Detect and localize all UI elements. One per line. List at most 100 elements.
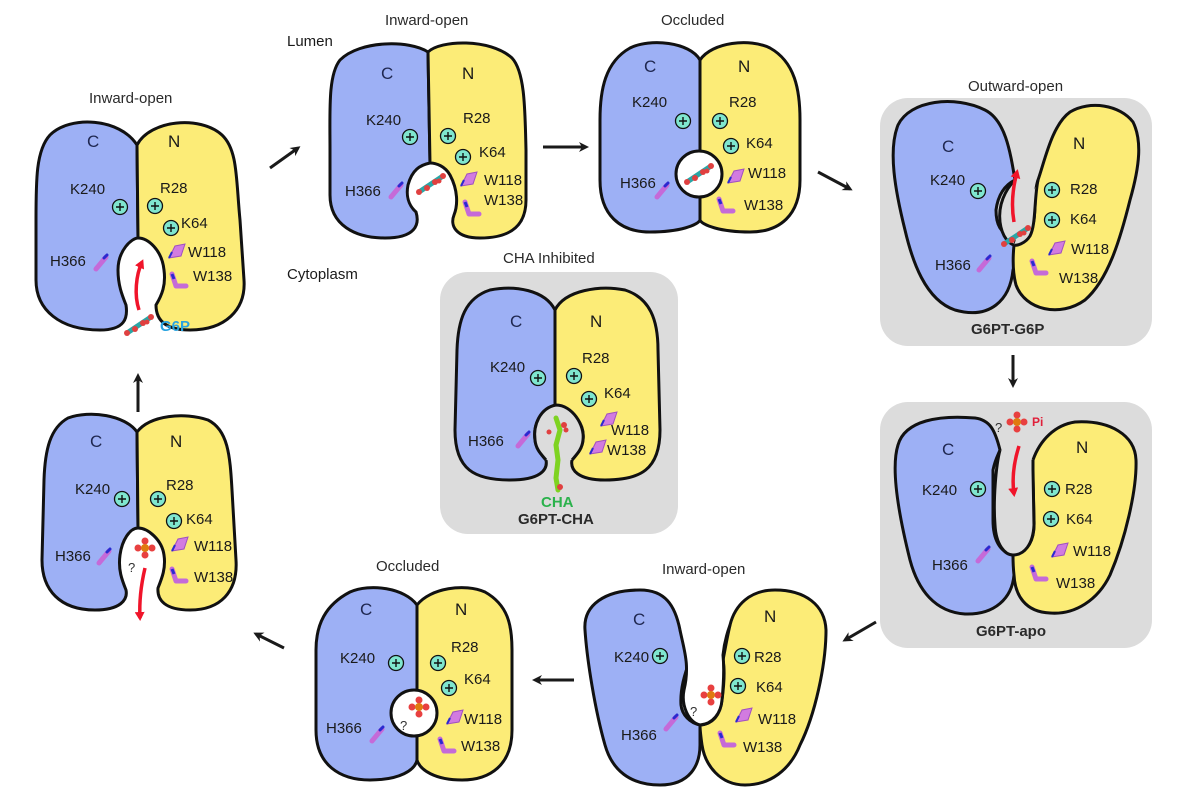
residue-k64: K64 bbox=[464, 671, 491, 688]
positive-charge-icon bbox=[674, 112, 692, 130]
outward-cavity bbox=[1013, 179, 1040, 247]
transport-arrow bbox=[1008, 445, 1021, 497]
g6p-label: G6P bbox=[160, 318, 190, 335]
residue-w138: W138 bbox=[743, 739, 782, 756]
structure-caption: G6PT-CHA bbox=[518, 511, 594, 528]
n-domain bbox=[415, 586, 514, 782]
residue-w138: W138 bbox=[1056, 575, 1095, 592]
n-label: N bbox=[168, 132, 180, 151]
residue-k240: K240 bbox=[340, 650, 375, 667]
residue-r28: R28 bbox=[1070, 181, 1098, 198]
n-label: N bbox=[1076, 438, 1088, 457]
state-title: Occluded bbox=[376, 558, 439, 575]
positive-charge-icon bbox=[969, 182, 987, 200]
residue-k240: K240 bbox=[632, 94, 667, 111]
residue-r28: R28 bbox=[729, 94, 757, 111]
structure-caption: G6PT-G6P bbox=[971, 321, 1044, 338]
residue-k64: K64 bbox=[1070, 211, 1097, 228]
positive-charge-icon bbox=[113, 490, 131, 508]
positive-charge-icon bbox=[565, 367, 583, 385]
positive-charge-icon bbox=[146, 197, 164, 215]
positive-charge-icon bbox=[401, 128, 419, 146]
positive-charge-icon bbox=[454, 148, 472, 166]
cycle-arrow bbox=[842, 620, 877, 642]
c-domain bbox=[328, 42, 432, 240]
structure-caption: G6PT-apo bbox=[976, 623, 1046, 640]
state-title: Occluded bbox=[661, 12, 724, 29]
state-title: Inward-open bbox=[662, 561, 745, 578]
unknown-mark: ? bbox=[690, 704, 697, 719]
residue-w138: W138 bbox=[744, 197, 783, 214]
pi-label: Pi bbox=[1032, 415, 1043, 429]
transport-arrow bbox=[134, 259, 145, 311]
unknown-mark: ? bbox=[400, 718, 407, 733]
cycle-arrow bbox=[253, 632, 285, 650]
positive-charge-icon bbox=[529, 369, 547, 387]
positive-charge-icon bbox=[651, 647, 669, 665]
residue-w118: W118 bbox=[748, 165, 786, 182]
residue-h366: H366 bbox=[621, 727, 657, 744]
state-inward-open-g6p-entry: Inward-open C N K240 R28 K64 W118 W138 H… bbox=[34, 90, 246, 336]
c-label: C bbox=[360, 600, 372, 619]
occluded-cavity bbox=[389, 688, 439, 738]
positive-charge-icon bbox=[387, 654, 405, 672]
residue-k240: K240 bbox=[75, 481, 110, 498]
state-cha-inhibited: CHA Inhibited C N K240 R28 K64 W118 W138… bbox=[440, 250, 678, 534]
residue-k64: K64 bbox=[756, 679, 783, 696]
residue-k64: K64 bbox=[181, 215, 208, 232]
c-label: C bbox=[633, 610, 645, 629]
state-outward-open-g6pt-apo: C N K240 R28 K64 W118 W138 H366 ? Pi G6P… bbox=[880, 402, 1152, 648]
positive-charge-icon bbox=[439, 127, 457, 145]
residue-r28: R28 bbox=[166, 477, 194, 494]
residue-k64: K64 bbox=[746, 135, 773, 152]
residue-k240: K240 bbox=[930, 172, 965, 189]
outward-cavity bbox=[992, 449, 1036, 557]
residue-w138: W138 bbox=[484, 192, 523, 209]
n-label: N bbox=[590, 312, 602, 331]
n-domain bbox=[426, 41, 528, 240]
residue-w138: W138 bbox=[607, 442, 646, 459]
cycle-arrow bbox=[817, 170, 853, 191]
cytoplasm-label: Cytoplasm bbox=[287, 266, 358, 283]
state-inward-open-g6p-bound: Inward-open C N K240 R28 K64 W118 W138 H… bbox=[328, 12, 528, 240]
c-label: C bbox=[942, 440, 954, 459]
positive-charge-icon bbox=[711, 112, 729, 130]
cha-label: CHA bbox=[541, 494, 574, 511]
residue-h366: H366 bbox=[932, 557, 968, 574]
residue-k64: K64 bbox=[604, 385, 631, 402]
g6p-molecule-icon bbox=[124, 314, 154, 336]
c-domain bbox=[598, 41, 702, 234]
residue-w118: W118 bbox=[1071, 241, 1109, 258]
transport-arrow bbox=[134, 567, 147, 621]
state-occluded-g6p: Occluded C N K240 R28 K64 W118 W138 H366 bbox=[598, 12, 802, 234]
n-domain bbox=[135, 121, 246, 332]
n-label: N bbox=[1073, 134, 1085, 153]
n-label: N bbox=[170, 432, 182, 451]
c-label: C bbox=[510, 312, 522, 331]
positive-charge-icon bbox=[580, 390, 598, 408]
residue-w138: W138 bbox=[461, 738, 500, 755]
positive-charge-icon bbox=[165, 512, 183, 530]
n-domain bbox=[698, 41, 802, 234]
residue-w138: W138 bbox=[194, 569, 233, 586]
c-domain bbox=[34, 120, 140, 332]
c-label: C bbox=[381, 64, 393, 83]
residue-k240: K240 bbox=[922, 482, 957, 499]
c-label: C bbox=[87, 132, 99, 151]
positive-charge-icon bbox=[162, 219, 180, 237]
residue-h366: H366 bbox=[468, 433, 504, 450]
positive-charge-icon bbox=[429, 654, 447, 672]
g6p-molecule-icon bbox=[416, 173, 446, 195]
n-domain bbox=[135, 414, 238, 612]
residue-w118: W118 bbox=[1073, 543, 1111, 560]
state-occluded-pi: Occluded C N K240 R28 K64 W118 W138 H366… bbox=[314, 558, 514, 782]
cycle-arrow bbox=[269, 146, 301, 170]
residue-r28: R28 bbox=[754, 649, 782, 666]
c-domain bbox=[40, 412, 140, 612]
residue-h366: H366 bbox=[345, 183, 381, 200]
n-label: N bbox=[764, 607, 776, 626]
residue-w118: W118 bbox=[194, 538, 232, 555]
residue-k240: K240 bbox=[614, 649, 649, 666]
state-inward-open-pi-release: C N K240 R28 K64 W118 W138 H366 ? bbox=[40, 412, 238, 621]
